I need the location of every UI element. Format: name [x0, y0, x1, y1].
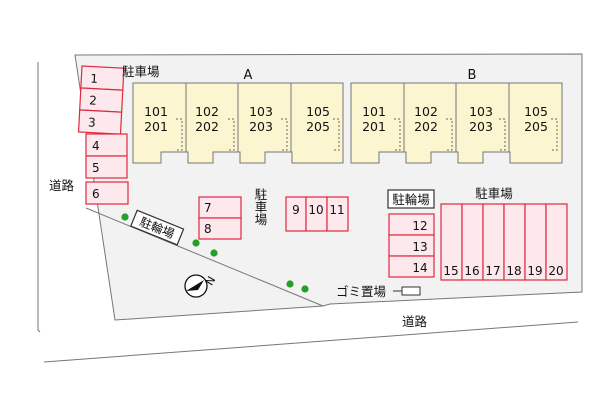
building-b-unit-3-upper: 103: [469, 104, 493, 119]
parking-slot-6-label: 6: [92, 187, 100, 201]
parking-label-vertical: 駐車場: [253, 187, 268, 226]
parking-slot-9-label: 9: [292, 203, 300, 217]
tree-marker: [192, 239, 200, 247]
tree-marker: [210, 249, 218, 257]
parking-slot-5: [85, 155, 128, 179]
parking-slot-11: [326, 196, 349, 232]
parking-slot-6: [85, 181, 129, 205]
parking-label-right: 駐車場: [475, 186, 513, 201]
tree-marker: [121, 213, 129, 221]
tree-marker: [301, 285, 309, 293]
trees: [121, 213, 309, 293]
parking-slot-2: [79, 87, 124, 113]
building-b-unit-1-lower: 201: [362, 119, 386, 134]
bicycle-parking-right-box: [387, 189, 435, 209]
building-b-unit-3-lower: 203: [469, 119, 493, 134]
garbage-box-icon: [393, 286, 421, 296]
parking-slot-12-label: 12: [412, 219, 427, 233]
parking-slot-10-label: 10: [308, 203, 323, 217]
parking-slot-4-label: 4: [92, 139, 100, 153]
parking-slot-14-label: 14: [412, 261, 427, 275]
bicycle-parking-left-box: [130, 209, 185, 246]
parking-slot-1-label: 1: [90, 71, 98, 85]
parking-slot-17-label: 17: [485, 264, 500, 278]
building-a-unit-4-upper: 105: [306, 104, 330, 119]
parking-slot-13-label: 13: [412, 240, 427, 254]
parking-slot-15-label: 15: [443, 264, 458, 278]
building-b-unit-4-upper: 105: [524, 104, 548, 119]
building-a-label: A: [244, 68, 253, 83]
building-b-unit-4-lower: 205: [524, 119, 548, 134]
parking-label-top: 駐車場: [122, 64, 160, 79]
building-a-unit-2-upper: 102: [195, 104, 219, 119]
road-label-bottom: 道路: [402, 314, 428, 329]
building-b-unit-2-lower: 202: [414, 119, 438, 134]
parking-slot-19-label: 19: [527, 264, 542, 278]
parking-left-column: 1 2 3 4 5 6: [77, 65, 129, 205]
parking-slot-3: [77, 109, 123, 135]
bicycle-parking-right-label: 駐輪場: [392, 192, 430, 207]
building-a-unit-3-upper: 103: [249, 104, 273, 119]
building-a-unit-1-upper: 101: [144, 104, 168, 119]
building-b-label: B: [468, 68, 477, 83]
tree-marker: [286, 280, 294, 288]
parking-slot-11-label: 11: [329, 203, 344, 217]
building-a-unit-4-lower: 205: [306, 119, 330, 134]
parking-slot-14: [388, 255, 435, 278]
parking-slot-2-label: 2: [89, 93, 97, 107]
parking-slot-5-label: 5: [92, 161, 100, 175]
road-label-left: 道路: [49, 178, 75, 193]
building-a-unit-3-lower: 203: [249, 119, 273, 134]
building-a: A 101 201 102 202 103 203 105 205: [132, 68, 344, 164]
parking-slot-8-label: 8: [204, 222, 212, 236]
building-a-unit-1-lower: 201: [144, 119, 168, 134]
road-lines: [37, 62, 579, 363]
parking-slot-1: [80, 65, 125, 91]
parking-right-row: 15 16 17 18 19 20: [440, 203, 568, 281]
parking-right-stack: 12 13 14: [388, 213, 435, 278]
parking-slot-16-label: 16: [464, 264, 479, 278]
parking-slot-18-label: 18: [506, 264, 521, 278]
building-b: B 101 201 102 202 103 203 105 205: [350, 68, 563, 164]
parking-center-row: 9 10 11: [285, 196, 349, 232]
parking-slot-3-label: 3: [88, 115, 96, 129]
building-a-unit-2-lower: 202: [195, 119, 219, 134]
parking-slot-8: [198, 217, 242, 240]
parking-center-pair: 7 8: [198, 196, 242, 240]
parking-slot-20-label: 20: [548, 264, 563, 278]
parking-slot-20: [545, 203, 568, 281]
compass-icon: N: [184, 274, 218, 298]
garbage-label: ゴミ置場: [336, 284, 386, 299]
building-b-unit-1-upper: 101: [362, 104, 386, 119]
parking-slot-7-label: 7: [204, 201, 212, 215]
building-b-unit-2-upper: 102: [414, 104, 438, 119]
